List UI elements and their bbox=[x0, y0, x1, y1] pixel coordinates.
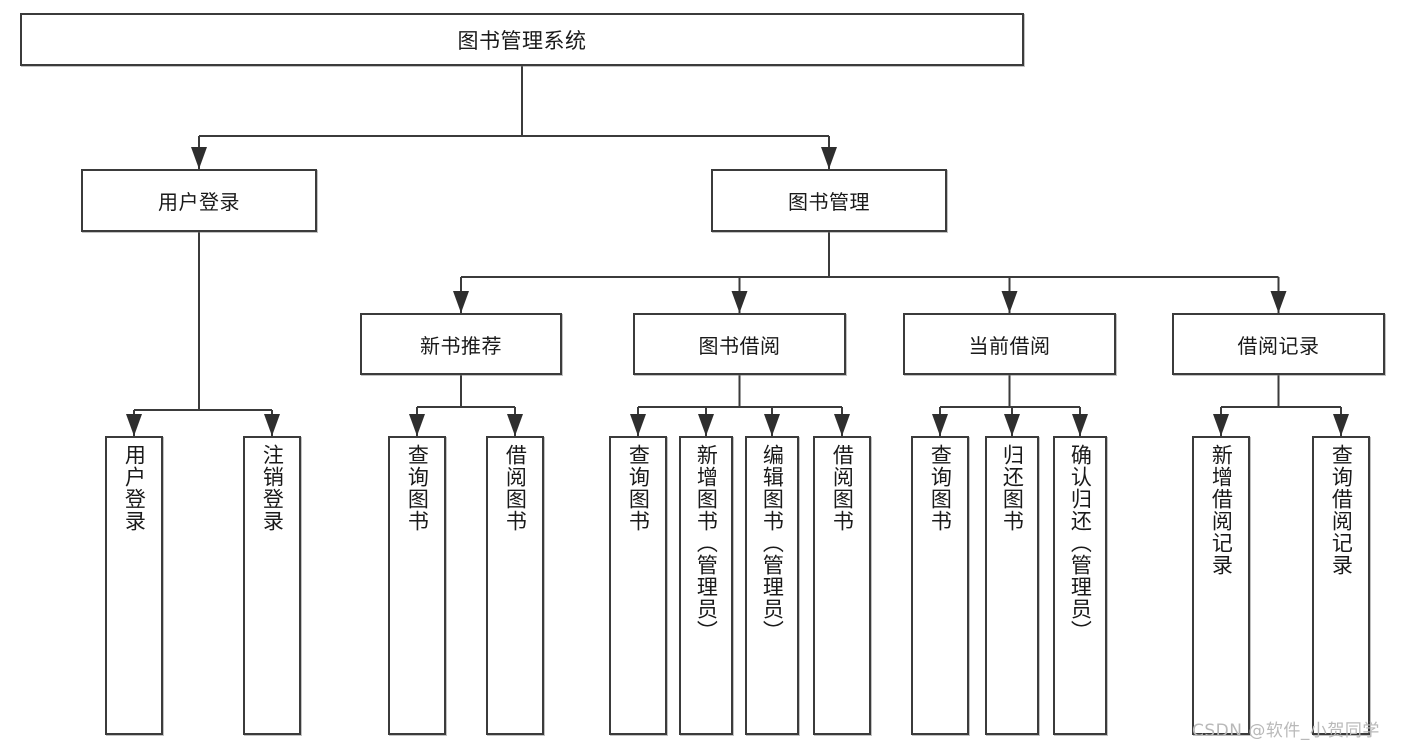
arrowhead-icon bbox=[698, 414, 714, 436]
arrowhead-icon bbox=[834, 414, 850, 436]
arrowhead-icon bbox=[1004, 414, 1020, 436]
node-leaf-bb-edit: 编辑图书（管理员） bbox=[745, 436, 799, 735]
node-leaf-bb-query: 查询图书 bbox=[609, 436, 667, 735]
node-label-book-borrow: 图书借阅 bbox=[698, 333, 781, 358]
arrowhead-icon bbox=[1001, 291, 1018, 313]
arrowhead-icon bbox=[507, 414, 523, 436]
node-label-leaf-bb-edit: 编辑图书（管理员） bbox=[760, 444, 785, 642]
arrowhead-icon bbox=[126, 414, 142, 436]
node-label-borrow-record: 借阅记录 bbox=[1237, 333, 1320, 358]
node-leaf-br-query: 查询借阅记录 bbox=[1312, 436, 1370, 735]
arrowhead-icon bbox=[264, 414, 280, 436]
node-leaf-user-logout: 注销登录 bbox=[243, 436, 301, 735]
node-label-leaf-bb-query: 查询图书 bbox=[626, 444, 651, 532]
node-leaf-nbr-borrow: 借阅图书 bbox=[486, 436, 544, 735]
node-leaf-cb-confirm: 确认归还（管理员） bbox=[1053, 436, 1107, 735]
node-leaf-bb-add: 新增图书（管理员） bbox=[679, 436, 733, 735]
arrowhead-icon bbox=[630, 414, 646, 436]
arrowhead-icon bbox=[1333, 414, 1349, 436]
node-label-leaf-br-query: 查询借阅记录 bbox=[1329, 444, 1354, 576]
node-label-leaf-bb-add: 新增图书（管理员） bbox=[694, 444, 719, 642]
node-current-borrow: 当前借阅 bbox=[903, 313, 1116, 375]
arrowhead-icon bbox=[191, 147, 207, 169]
node-label-book-manage: 图书管理 bbox=[788, 190, 870, 214]
arrowhead-icon bbox=[764, 414, 780, 436]
node-label-leaf-cb-confirm: 确认归还（管理员） bbox=[1068, 444, 1093, 642]
node-label-leaf-cb-return: 归还图书 bbox=[1000, 444, 1025, 532]
csdn-watermark: CSDN @软件_小贺同学 bbox=[1192, 721, 1380, 741]
node-label-current-borrow: 当前借阅 bbox=[968, 333, 1051, 358]
arrowhead-icon bbox=[821, 147, 837, 169]
arrowhead-icon bbox=[932, 414, 948, 436]
node-borrow-record: 借阅记录 bbox=[1172, 313, 1385, 375]
node-new-book-rec: 新书推荐 bbox=[360, 313, 562, 375]
arrowhead-icon bbox=[731, 291, 748, 313]
arrowhead-icon bbox=[409, 414, 425, 436]
node-label-leaf-nbr-borrow: 借阅图书 bbox=[503, 444, 528, 532]
node-label-root: 图书管理系统 bbox=[457, 28, 587, 53]
node-leaf-cb-query: 查询图书 bbox=[911, 436, 969, 735]
node-book-borrow: 图书借阅 bbox=[633, 313, 846, 375]
node-label-leaf-cb-query: 查询图书 bbox=[928, 444, 953, 532]
arrowhead-icon bbox=[1072, 414, 1088, 436]
arrowhead-icon bbox=[1213, 414, 1229, 436]
node-leaf-user-login: 用户登录 bbox=[105, 436, 163, 735]
node-label-leaf-user-logout: 注销登录 bbox=[260, 444, 285, 532]
node-label-leaf-br-add: 新增借阅记录 bbox=[1209, 444, 1234, 576]
arrowhead-icon bbox=[1270, 291, 1287, 313]
node-label-leaf-nbr-query: 查询图书 bbox=[405, 444, 430, 532]
node-label-leaf-user-login: 用户登录 bbox=[122, 444, 147, 532]
arrowhead-icon bbox=[453, 291, 469, 313]
node-leaf-br-add: 新增借阅记录 bbox=[1192, 436, 1250, 735]
node-leaf-bb-borrow: 借阅图书 bbox=[813, 436, 871, 735]
node-book-manage: 图书管理 bbox=[711, 169, 947, 232]
node-leaf-nbr-query: 查询图书 bbox=[388, 436, 446, 735]
node-user-login: 用户登录 bbox=[81, 169, 317, 232]
node-root: 图书管理系统 bbox=[20, 13, 1024, 66]
node-leaf-cb-return: 归还图书 bbox=[985, 436, 1039, 735]
node-label-new-book-rec: 新书推荐 bbox=[420, 333, 502, 358]
node-label-leaf-bb-borrow: 借阅图书 bbox=[830, 444, 855, 532]
node-label-user-login: 用户登录 bbox=[158, 190, 240, 214]
